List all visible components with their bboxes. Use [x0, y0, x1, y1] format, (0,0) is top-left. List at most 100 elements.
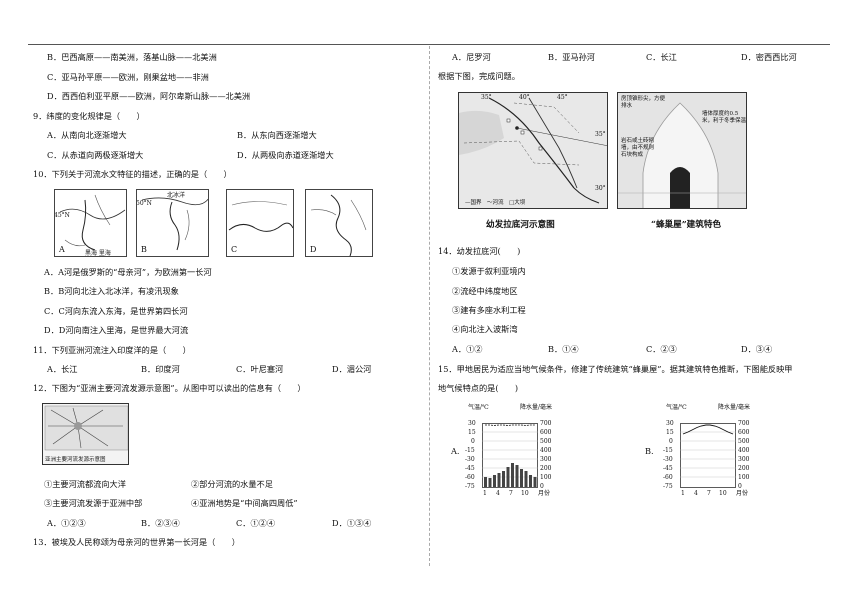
q12-statement-4: ④亚洲地势是“中间高四周低”: [191, 498, 298, 508]
chart-b-rt-1: 600: [738, 429, 750, 436]
chart-b-left-title: 气温/℃: [666, 404, 687, 411]
q15-chart-b: 气温/℃ 降水量/毫米 30 15 0 -15 -30 -45 -60 -75 …: [660, 404, 785, 498]
euphrates-map: 35° 40° 45° 35° 30° —国界 ～河流 □大坝: [458, 92, 608, 209]
chart-b-lt-6: -60: [663, 474, 673, 481]
chart-a-bar: [511, 463, 514, 487]
column-divider: [429, 46, 430, 566]
chart-a-lt-5: -45: [465, 465, 475, 472]
q10-map-c-letter: C: [231, 245, 238, 254]
q14-statement-4: ④向北注入波斯湾: [452, 324, 518, 334]
chart-a-rt-3: 400: [540, 447, 552, 454]
q9-option-c: C．从赤道向两极逐渐增大: [47, 150, 144, 160]
euphrates-map-lat1: 35°: [595, 131, 606, 138]
euphrates-map-legend: —国界 ～河流 □大坝: [465, 200, 526, 206]
chart-a-rt-1: 600: [540, 429, 552, 436]
chart-a-bar: [529, 475, 532, 487]
chart-a-bar: [533, 477, 537, 487]
q13-option-c: C．长江: [646, 52, 677, 62]
q10-map-b: 北冰洋 50°N B: [136, 189, 209, 257]
beehive-note-material: 岩石或土砖砌墙，由不规则石块构成: [621, 138, 655, 158]
chart-a-lt-0: 30: [468, 420, 476, 427]
beehive-house-caption: “蜂巢屋”建筑特色: [651, 220, 722, 230]
q10-map-a-note: 黑海 里海: [85, 250, 111, 257]
q10-map-a: 45°N A 黑海 里海: [54, 189, 127, 257]
chart-a-temperature-line: [485, 424, 535, 426]
chart-a-bar: [497, 473, 501, 487]
chart-b-x-1: 1: [681, 490, 685, 497]
chart-a-rt-7: 0: [540, 483, 544, 490]
q12-option-a: A．①②③: [47, 518, 86, 528]
chart-b-temperature-line: [682, 424, 734, 435]
q10-map-b-note: 北冰洋: [167, 192, 186, 199]
euphrates-map-lat2: 30°: [595, 185, 606, 192]
euphrates-map-drawing: [459, 93, 607, 208]
chart-b-right-title: 降水量/毫米: [718, 404, 751, 411]
chart-b-plot: [680, 423, 736, 488]
q15-stem-line1: 15．甲地居民为适应当地气候条件，修建了传统建筑“蜂巢屋”。据其建筑特色推断，下…: [438, 364, 793, 374]
euphrates-map-caption: 幼发拉底河示意图: [486, 220, 555, 230]
chart-b-lt-4: -30: [663, 456, 673, 463]
q12-option-b: B．②③④: [141, 518, 180, 528]
chart-b-rt-3: 400: [738, 447, 750, 454]
chart-b-lt-1: 15: [666, 429, 674, 436]
chart-a-bar: [520, 469, 523, 487]
chart-a-lt-4: -30: [465, 456, 475, 463]
chart-b-lt-5: -45: [663, 465, 673, 472]
q12-statement-2: ②部分河流的水量不足: [191, 479, 273, 489]
chart-a-bar: [502, 471, 505, 487]
q14-option-d: D．③④: [741, 344, 773, 354]
chart-b-rt-4: 300: [738, 456, 750, 463]
chart-a-lt-3: -15: [465, 447, 475, 454]
chart-a-lt-2: 0: [471, 438, 475, 445]
q12-stem: 12．下图为“亚洲主要河流发源示意图”。从图中可以读出的信息有（ ）: [33, 383, 306, 393]
chart-a-bars: [484, 463, 537, 487]
q12-statement-3: ③主要河流发源于亚洲中部: [44, 498, 143, 508]
beehive-note-roof: 房顶锥形尖，方便排水: [621, 96, 666, 109]
chart-b-x-4: 4: [694, 490, 698, 497]
chart-b-rt-6: 100: [738, 474, 750, 481]
chart-b-rt-5: 200: [738, 465, 750, 472]
chart-a-bar: [493, 475, 496, 487]
q11-option-c: C．叶尼塞河: [236, 364, 284, 374]
q12-option-d: D．①③④: [332, 518, 372, 528]
q9-option-a: A．从南向北逐渐增大: [47, 130, 127, 140]
q10-map-a-drawing: [59, 194, 126, 251]
q10-map-d: D: [305, 189, 373, 257]
q12-figure-caption: 亚洲主要河流发源示意图: [45, 457, 106, 463]
q12-option-c: C．①②④: [236, 518, 276, 528]
q10-map-a-letter: A: [59, 245, 65, 254]
q11-option-b: B．印度河: [141, 364, 180, 374]
chart-a-x-unit: 月份: [538, 490, 551, 497]
q12-statement-1: ①主要河流都流向大洋: [44, 479, 126, 489]
chart-b-x-10: 10: [719, 490, 727, 497]
chart-a-lt-7: -75: [465, 483, 475, 490]
chart-b-rt-2: 500: [738, 438, 750, 445]
chart-b-lt-7: -75: [663, 483, 673, 490]
q9-option-d: D．从两极向赤道逐渐增大: [237, 150, 334, 160]
euphrates-map-lon3: 45°: [557, 94, 568, 101]
q9-option-b: B．从东向西逐渐增大: [237, 130, 317, 140]
chart-a-plot: [482, 423, 538, 488]
q10-map-b-letter: B: [141, 245, 147, 254]
q15-chart-a: 气温/℃ 降水量/毫米 30 15 0 -15 -30 -45 -60 -75 …: [462, 404, 587, 498]
chart-a-rt-6: 100: [540, 474, 552, 481]
chart-a-x-1: 1: [483, 490, 487, 497]
chart-a-x-4: 4: [496, 490, 500, 497]
chart-a-bar: [484, 477, 487, 487]
q11-stem: 11．下列亚洲河流注入印度洋的是（ ）: [33, 345, 191, 355]
q10-option-c: C．C河向东流入东海，是世界第四长河: [44, 306, 188, 316]
q14-option-a: A．①②: [452, 344, 483, 354]
intro-text: 根据下图，完成问题。: [438, 71, 520, 81]
q11-option-d: D．湄公河: [332, 364, 372, 374]
q14-option-c: C．②③: [646, 344, 677, 354]
q8-option-c: C．亚马孙平原——欧洲，刚果盆地——非洲: [47, 72, 209, 82]
chart-b-rt-0: 700: [738, 420, 750, 427]
q10-map-b-drawing: [141, 197, 208, 251]
chart-a-bar: [515, 465, 519, 487]
euphrates-map-lon1: 35°: [481, 94, 492, 101]
chart-b-rt-7: 0: [738, 483, 742, 490]
q11-option-a: A．长江: [47, 364, 78, 374]
q10-map-c-drawing: [228, 201, 293, 232]
chart-a-lt-6: -60: [465, 474, 475, 481]
q8-option-b: B．巴西高原——南美洲，落基山脉——北美洲: [47, 52, 217, 62]
